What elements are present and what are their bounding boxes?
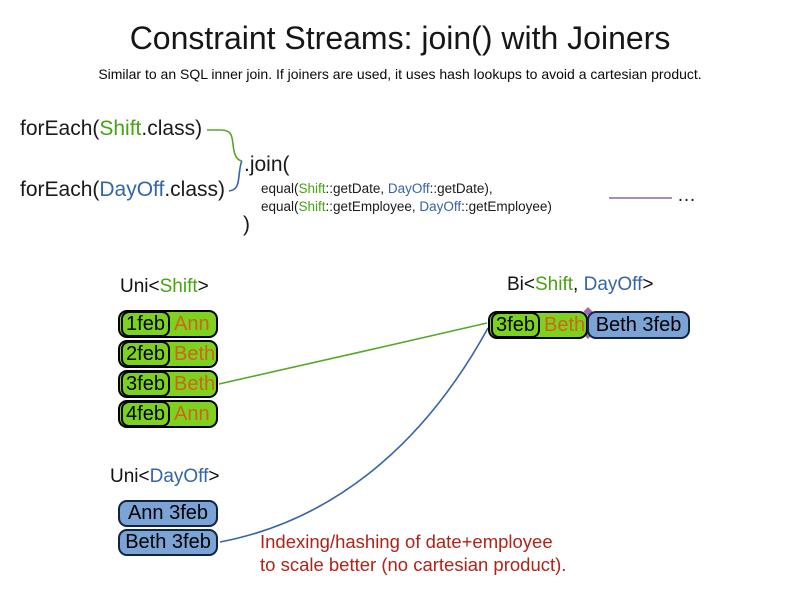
shift-date-cell: 2feb (121, 341, 170, 367)
shift-class-token: Shift (298, 199, 326, 214)
code-text: .class) (164, 178, 226, 201)
note-line: to scale better (no cartesian product). (260, 554, 567, 575)
code-text: ::getDate, (325, 181, 388, 196)
shift-type-token: Shift (535, 274, 574, 295)
code-joiner-date: equal(Shift::getDate, DayOff::getDate), (261, 181, 493, 196)
dayoff-type-token: DayOff (149, 466, 209, 487)
dayoff-class-token: DayOff (419, 199, 462, 214)
dayoff-to-bi-connector (219, 327, 489, 543)
shift-row: 4feb Ann (118, 400, 218, 428)
shift-date-cell: 3feb (121, 371, 170, 397)
shift-employee-cell: Beth (544, 313, 586, 336)
shift-date-cell: 4feb (121, 401, 170, 427)
dayoff-class-token: DayOff (99, 178, 165, 201)
uni-shift-label: Uni<Shift> (120, 276, 209, 298)
note-line: Indexing/hashing of date+employee (260, 531, 553, 552)
dayoff-row: Ann 3feb (118, 500, 218, 527)
dayoff-type-token: DayOff (583, 274, 643, 295)
page-title: Constraint Streams: join() with Joiners (129, 20, 671, 56)
shift-employee-cell: Ann (174, 312, 210, 335)
bi-shift-part: 3feb Beth (488, 311, 588, 339)
shift-type-token: Shift (159, 276, 198, 297)
code-joiner-employee: equal(Shift::getEmployee, DayOff::getEmp… (261, 199, 552, 214)
code-text: forEach( (20, 117, 100, 140)
code-foreach-shift: forEach(Shift.class) (20, 117, 202, 141)
shift-date-cell: 1feb (121, 311, 170, 337)
shift-employee-cell: Ann (174, 402, 210, 425)
dayoff-class-token: DayOff (387, 181, 430, 196)
code-text: ::getEmployee) (461, 199, 552, 214)
more-joiners-ellipsis: … (677, 185, 698, 206)
label-text: > (197, 276, 209, 297)
shift-class-token: Shift (99, 117, 142, 140)
code-text: equal( (261, 199, 299, 214)
bi-label: Bi<Shift, DayOff> (507, 274, 653, 296)
dayoff-row: Beth 3feb (118, 529, 218, 556)
shift-employee-cell: Beth (174, 372, 216, 395)
label-text: > (642, 274, 654, 295)
label-text: Uni< (110, 466, 150, 487)
bi-dayoff-part: Beth 3feb (587, 311, 690, 339)
code-text: ::getEmployee, (325, 199, 420, 214)
shift-date-cell: 3feb (491, 312, 540, 338)
shift-row: 2feb Beth (118, 340, 218, 368)
code-text: equal( (261, 181, 299, 196)
code-text: forEach( (20, 178, 100, 201)
uni-dayoff-table: Ann 3feb Beth 3feb (118, 500, 218, 558)
shift-row: 1feb Ann (118, 310, 218, 338)
code-text: .class) (141, 117, 203, 140)
slide-subtitle: Similar to an SQL inner join. If joiners… (98, 66, 702, 82)
shift-row: 3feb Beth (118, 370, 218, 398)
brace-shift-line (207, 129, 243, 162)
shift-class-token: Shift (298, 181, 326, 196)
label-text: Bi< (507, 274, 535, 295)
uni-dayoff-label: Uni<DayOff> (110, 466, 220, 488)
label-text: > (208, 466, 220, 487)
bi-row: 3feb Beth Beth 3feb (488, 311, 690, 339)
label-text: Uni< (120, 276, 160, 297)
brace-dayoff-line (228, 160, 243, 192)
code-join-open: .join( (244, 153, 290, 176)
label-text: , (573, 274, 584, 295)
shift-to-bi-connector (218, 322, 488, 385)
shift-employee-cell: Beth (174, 342, 216, 365)
code-foreach-dayoff: forEach(DayOff.class) (20, 178, 225, 202)
uni-shift-table: 1feb Ann 2feb Beth 3feb Beth 4feb Ann (118, 310, 218, 430)
code-text: ::getDate), (429, 181, 493, 196)
code-join-close: ) (243, 213, 250, 236)
